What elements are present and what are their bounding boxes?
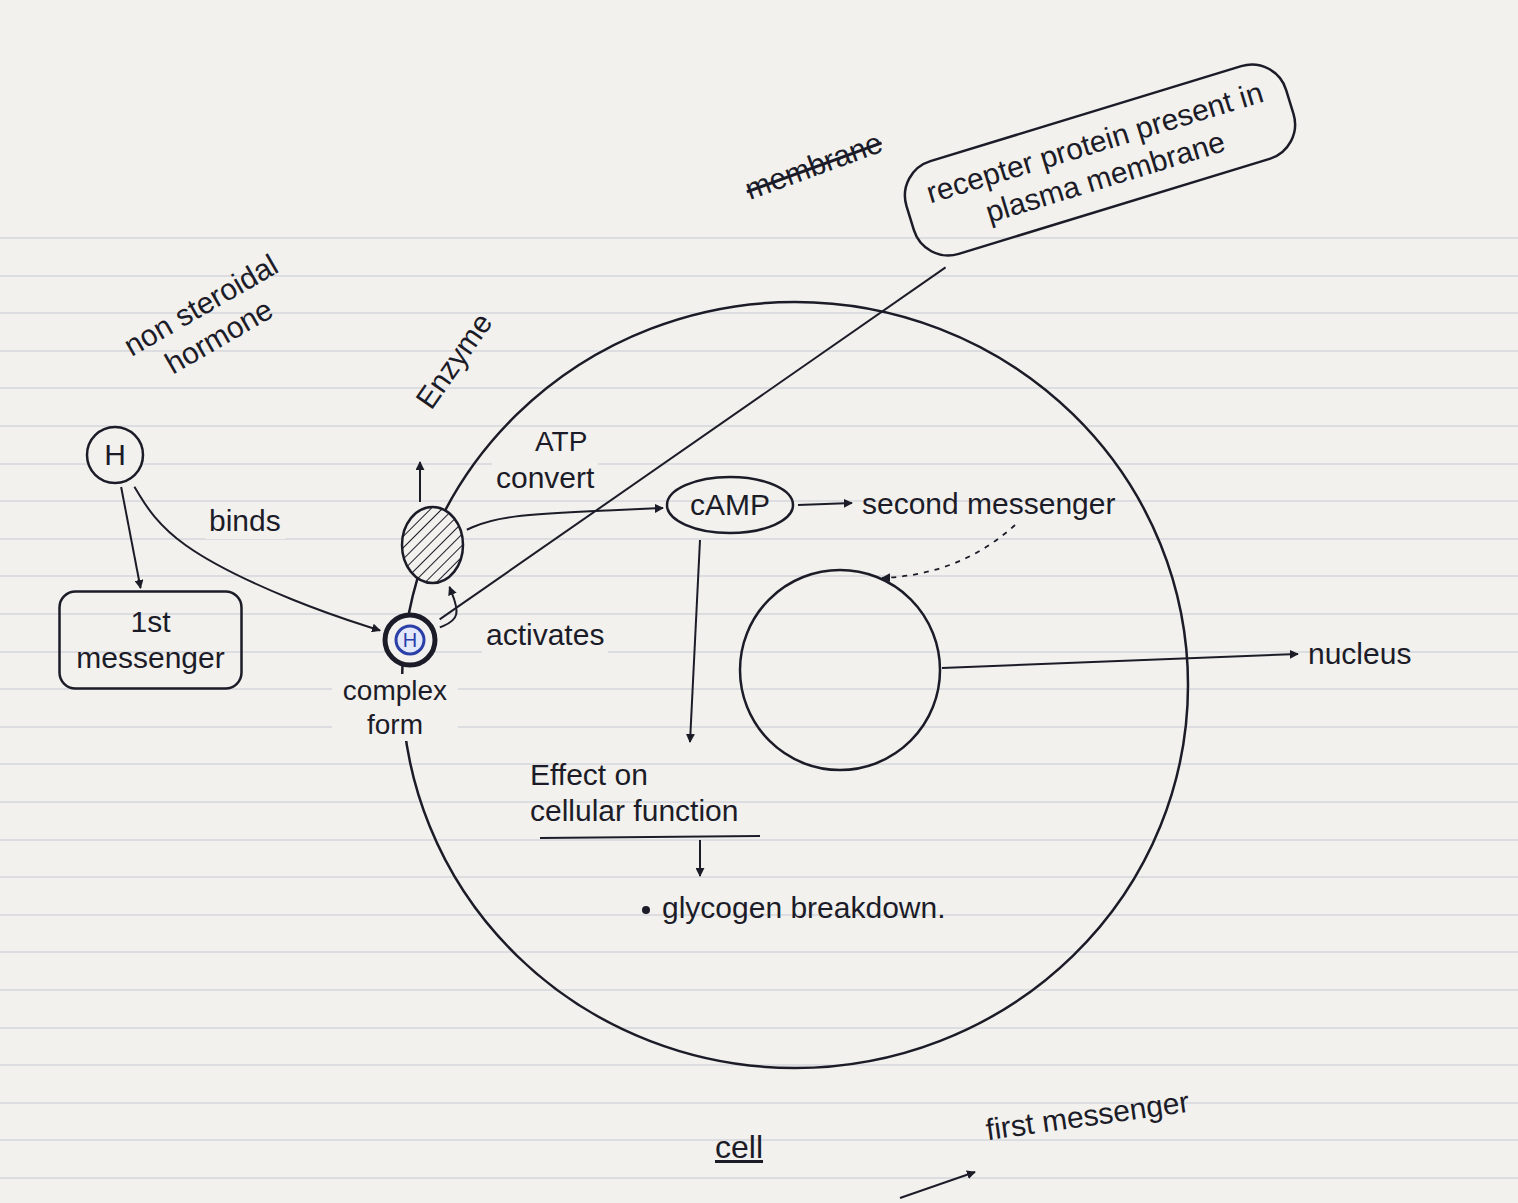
complex-ring <box>385 615 435 665</box>
bullet <box>642 906 650 914</box>
hormone-note: non steroidal hormone <box>88 230 332 412</box>
second-messenger-label: second messenger <box>862 486 1115 522</box>
camp-text: cAMP <box>690 487 770 523</box>
complex-label: complex form <box>332 674 458 741</box>
hormone-letter: H <box>104 437 126 473</box>
edge-label: convert <box>492 460 598 496</box>
enzyme-shape-line <box>402 507 463 583</box>
edge-label: activates <box>482 617 608 653</box>
receptor-box-line <box>896 56 1304 265</box>
ruled-line <box>0 387 1518 389</box>
hormone-circle: H <box>85 425 145 485</box>
ruled-line <box>0 876 1518 878</box>
enzyme-leader <box>419 462 421 502</box>
cell-outline: cellcAMP <box>400 300 1190 1070</box>
atp-label: ATP <box>535 425 587 459</box>
hormone-ring <box>396 626 424 654</box>
enzyme-shape: Enzyme <box>400 505 465 585</box>
nucleus-label: nucleus <box>1308 636 1411 672</box>
result-label: glycogen breakdown. <box>662 890 946 926</box>
dashed-arrow <box>882 525 1015 578</box>
receptor-box: recepter protein present in plasma membr… <box>894 54 1306 267</box>
ruled-lines <box>0 238 1518 1178</box>
ruled-line <box>0 839 1518 841</box>
first-messenger-label: first messenger <box>983 1084 1191 1148</box>
struck-word: membrane <box>740 125 887 208</box>
enzyme-label: Enzyme <box>408 306 500 415</box>
nucleus-circle <box>740 570 940 770</box>
enzyme-shape-shape <box>400 505 465 585</box>
cell-outline-shape <box>400 300 1190 1070</box>
messenger-text: 1st messenger <box>76 604 225 676</box>
messenger-box-line <box>60 592 242 689</box>
ruled-line <box>0 951 1518 953</box>
messenger-box: 1st messenger <box>58 590 243 690</box>
ruled-line <box>0 1027 1518 1029</box>
camp-ellipse-line <box>667 477 793 533</box>
ruled-line <box>0 651 1518 653</box>
ruled-line <box>0 237 1518 239</box>
ruled-line <box>0 763 1518 765</box>
effect-underline <box>540 836 760 838</box>
receptor-text: recepter protein present in plasma membr… <box>915 72 1284 247</box>
edge-label: binds <box>205 503 285 539</box>
ruled-line <box>0 425 1518 427</box>
nucleus-leader <box>942 654 1298 668</box>
connector-arrow <box>121 487 140 588</box>
cell-label: cell <box>715 1128 763 1166</box>
ruled-line <box>0 1102 1518 1104</box>
receptor-complex: Hcomplex form <box>382 612 438 668</box>
ruled-line <box>0 463 1518 465</box>
receptor-line <box>440 267 946 619</box>
camp-ellipse: cAMP <box>665 475 795 535</box>
binding-arrow <box>134 487 380 631</box>
effect-arrow <box>690 540 700 742</box>
result-arrow <box>699 840 701 876</box>
complex-letter: H <box>403 628 417 652</box>
messenger-leader <box>798 503 852 505</box>
ruled-line <box>0 1177 1518 1179</box>
ruled-line <box>0 801 1518 803</box>
conversion-arrow <box>467 508 663 530</box>
activation-arrow <box>440 587 457 628</box>
cell-outline-line <box>402 302 1188 1068</box>
ruled-line <box>0 575 1518 577</box>
hormone-circle-line <box>87 427 143 483</box>
first-messenger-arrow <box>900 1172 975 1198</box>
ruled-line <box>0 989 1518 991</box>
effect-label: Effect on cellular function <box>530 757 745 829</box>
